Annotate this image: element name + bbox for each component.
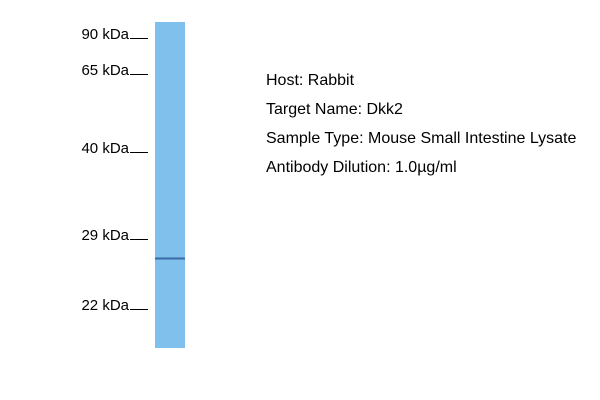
marker-label: 90 kDa: [81, 26, 129, 43]
marker-label: 29 kDa: [81, 227, 129, 244]
blot-lane: [155, 22, 185, 348]
target-text: Target Name: Dkk2: [266, 101, 403, 118]
host-text: Host: Rabbit: [266, 72, 355, 89]
dilution-text: Antibody Dilution: 1.0µg/ml: [266, 159, 457, 176]
marker-tick: [130, 297, 148, 310]
marker-29: 29 kDa: [0, 227, 148, 245]
marker-65: 65 kDa: [0, 62, 148, 80]
marker-tick: [130, 62, 148, 75]
marker-22: 22 kDa: [0, 297, 148, 315]
marker-tick: [130, 227, 148, 240]
sample-text: Sample Type: Mouse Small Intestine Lysat…: [266, 130, 577, 147]
marker-label: 40 kDa: [81, 140, 129, 157]
marker-label: 65 kDa: [81, 62, 129, 79]
marker-label: 22 kDa: [81, 297, 129, 314]
marker-tick: [130, 140, 148, 153]
sample-info: Host: Rabbit Target Name: Dkk2 Sample Ty…: [266, 70, 576, 186]
marker-tick: [130, 26, 148, 39]
marker-90: 90 kDa: [0, 26, 148, 44]
protein-band: [155, 257, 185, 260]
marker-40: 40 kDa: [0, 140, 148, 158]
